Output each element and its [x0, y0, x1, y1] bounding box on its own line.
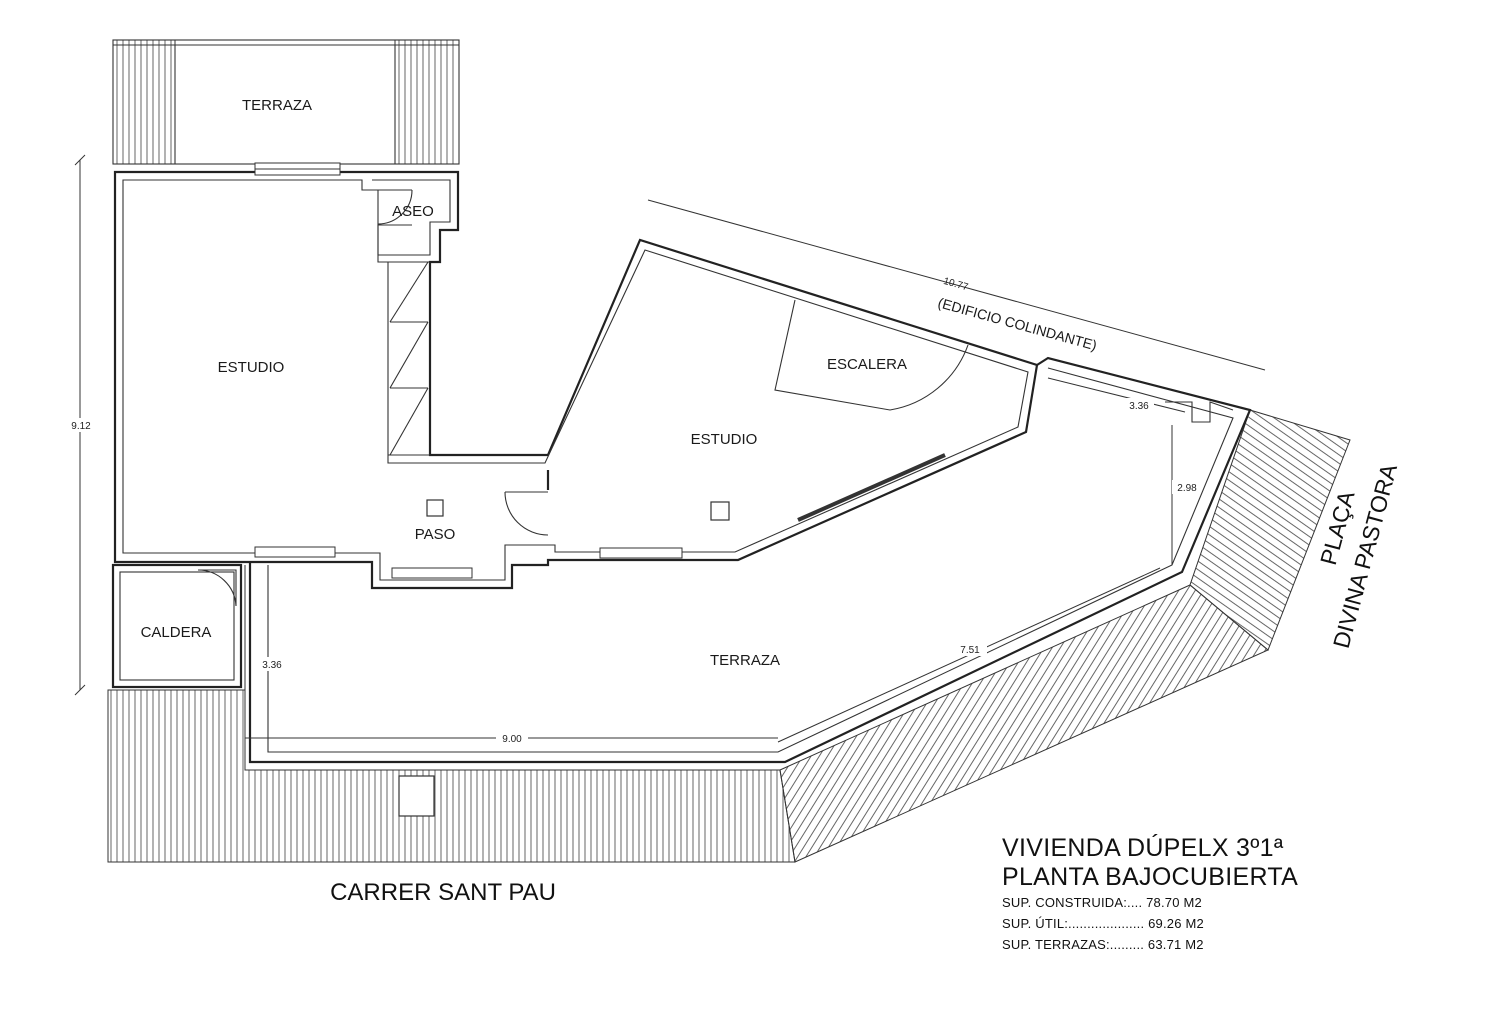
roof-bottom: [107, 689, 796, 863]
label-paso: PASO: [415, 526, 456, 543]
sup-construida: SUP. CONSTRUIDA:.... 78.70 M2: [1002, 895, 1202, 910]
dim-adjacent-note: (EDIFICIO COLINDANTE): [936, 294, 1098, 353]
dim-bottom: 9.00: [502, 734, 522, 745]
door-aseo: [377, 189, 413, 225]
caldera-room: [111, 563, 243, 689]
left-studio-inner: [122, 179, 1029, 581]
sup-util: SUP. ÚTIL:.................... 69.26 M2: [1002, 916, 1204, 931]
dim-top-diagonal: 10.77: [942, 276, 969, 293]
skylight: [398, 775, 435, 817]
windows: [254, 162, 946, 579]
left-studio-walls: [113, 170, 1039, 590]
dim-diagonal-lower: 7.51: [960, 645, 980, 656]
doors: [197, 189, 549, 607]
label-caldera: CALDERA: [141, 624, 212, 641]
dim-inner-top: 3.36: [1129, 401, 1149, 412]
label-escalera: ESCALERA: [827, 356, 907, 373]
window: [599, 547, 683, 559]
pillar: [710, 501, 730, 521]
label-aseo: ASEO: [392, 203, 434, 220]
roof-top-left: [112, 39, 176, 165]
roof-bottom-diagonal: [779, 584, 1269, 863]
street-bottom: CARRER SANT PAU: [330, 879, 556, 906]
aseo-walls: [372, 179, 451, 256]
label-estudio-left: ESTUDIO: [218, 359, 285, 376]
door-paso: [504, 491, 549, 536]
roof-top-right: [394, 39, 460, 165]
dim-left-terrace: 3.36: [262, 660, 282, 671]
label-estudio-center: ESTUDIO: [691, 431, 758, 448]
dim-left-height: 9.12: [71, 421, 91, 432]
pillar: [426, 499, 444, 517]
roof-areas: [107, 39, 1351, 863]
window: [391, 567, 473, 579]
plan-subtitle: PLANTA BAJOCUBIERTA: [1002, 863, 1299, 891]
plan-title: VIVIENDA DÚPELX 3º1ª: [1002, 834, 1284, 862]
walls: [113, 170, 1039, 590]
dim-right-side: 2.98: [1177, 483, 1197, 494]
window: [254, 546, 336, 558]
label-terraza-main: TERRAZA: [710, 652, 780, 669]
main-terrace-outline: [248, 356, 1252, 764]
sup-terrazas: SUP. TERRAZAS:......... 63.71 M2: [1002, 937, 1204, 952]
stair-outline: [774, 299, 969, 411]
plan-info-block: VIVIENDA DÚPELX 3º1ª PLANTA BAJOCUBIERTA…: [1002, 834, 1298, 955]
roof-right: [1189, 409, 1351, 651]
label-terraza-top: TERRAZA: [242, 97, 312, 114]
door-caldera: [197, 569, 237, 607]
window: [797, 453, 946, 522]
